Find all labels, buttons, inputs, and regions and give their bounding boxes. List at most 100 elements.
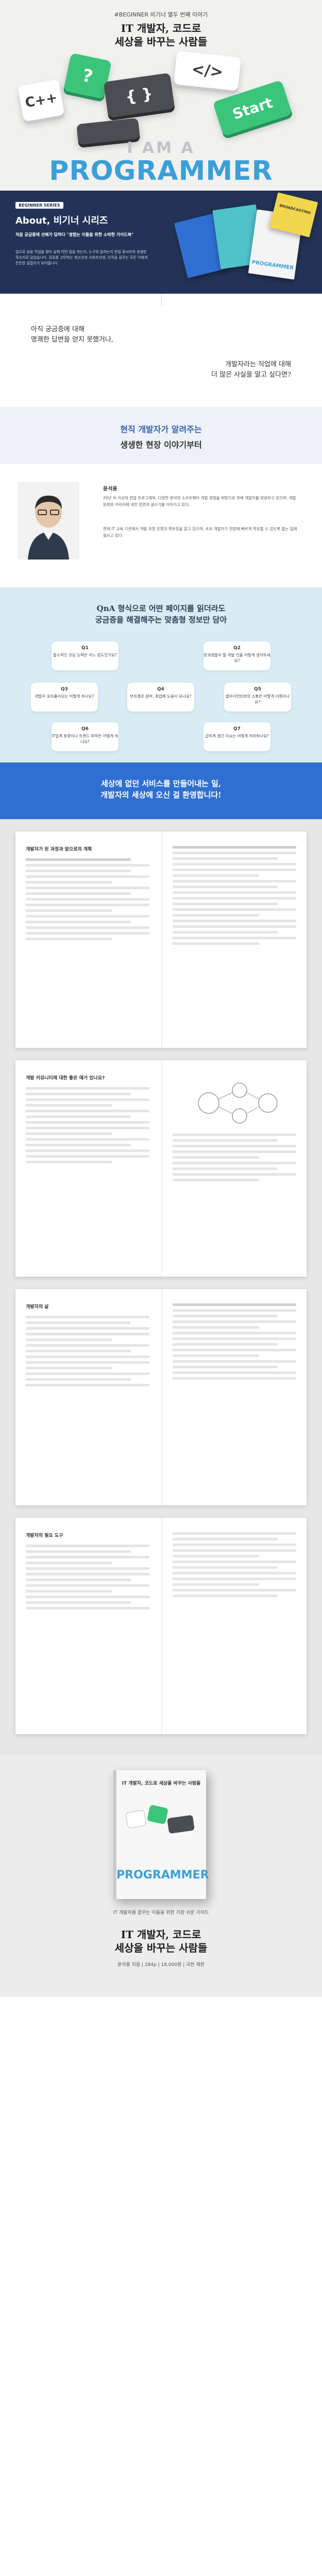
cover-programmer: PROGRAMMER: [116, 1869, 209, 1882]
qna-card-5: Q5 클라이언트와의 소통은 어떻게 이뤄지나요?: [224, 683, 291, 711]
series-tag-text: #BEGINNER 비기너 열두 번째 이야기: [114, 11, 208, 18]
book-spread-3: 개발자의 삶: [15, 1289, 307, 1505]
book-spreads: 개발자가 된 과정과 앞으로의 계획 개발 커뮤니티에 대한 좋은 예가 있나요…: [0, 819, 322, 1755]
keycap-cpp: C++: [18, 79, 65, 122]
text-line: [173, 1366, 278, 1368]
text-line: [26, 1350, 131, 1352]
qna-card-7: Q7 급하게 생긴 이슈는 어떻게 처리하나요?: [204, 722, 270, 751]
text-line: [173, 1572, 296, 1574]
text-line: [26, 898, 149, 901]
diagram-icon: [198, 1082, 278, 1124]
qna-card-num: Q5: [254, 687, 261, 692]
intro-line2: 생생한 현장 이야기부터: [120, 440, 202, 450]
text-line: [173, 880, 296, 883]
closing-band: 세상에 없던 서비스를 만들어내는 일, 개발자의 세상에 오신 걸 환영합니다…: [0, 762, 322, 819]
text-line: [26, 864, 149, 867]
qna-card-2: Q2 문과생들이 할 개발 진출 어떻게 생각하세요?: [204, 641, 270, 670]
text-line: [173, 931, 278, 934]
text-line: [26, 1333, 149, 1335]
closing-line1: 세상에 없던 서비스를 만들어내는 일,: [100, 779, 222, 788]
spine-line: [161, 832, 162, 1048]
qna-card-text: 급하게 생긴 이슈는 어떻게 처리하나요?: [205, 734, 269, 738]
text-line: [173, 897, 296, 900]
product-title: IT 개발자, 코드로 세상을 바꾸는 사람들: [0, 1928, 322, 1955]
text-line: [173, 846, 296, 849]
product-meta: 윤석용 지음 | 284p | 18,000원 | 국판 제본: [117, 1962, 205, 1968]
text-line: [173, 1332, 296, 1334]
intro-band: 현직 개발자가 알려주는 생생한 현장 이야기부터: [0, 407, 322, 464]
text-line: [173, 1173, 296, 1176]
text-line: [173, 937, 296, 939]
product-section: IT 개발자, 코드로 세상을 바꾸는 사람들 PROGRAMMER IT 개발…: [0, 1755, 322, 1997]
author-bio-1: 20년 차 이상의 현업 프로그래머. 다양한 분야의 소프트웨어 개발 경험을…: [103, 496, 296, 507]
text-line: [173, 886, 278, 888]
text-line: [26, 909, 112, 912]
text-line: [26, 926, 149, 929]
text-line: [173, 925, 296, 928]
text-line: [26, 1361, 149, 1364]
author-section: 윤석용 20년 차 이상의 현업 프로그래머. 다양한 분야의 소프트웨어 개발…: [0, 464, 322, 587]
question-line1: 아직 궁금증에 대해: [31, 326, 84, 333]
text-line: [173, 1589, 296, 1591]
book-spread-2: 개발 커뮤니티에 대한 좋은 예가 있나요?: [15, 1060, 307, 1277]
spine-line: [161, 1289, 162, 1505]
text-line: [173, 1349, 296, 1351]
qna-card-num: Q4: [157, 687, 164, 692]
qna-section: QnA 형식으로 어떤 페이지를 읽더라도 궁금증을 해결해주는 맞춤형 정보만…: [0, 587, 322, 762]
text-line: [173, 1371, 296, 1374]
text-line: [26, 921, 131, 923]
text-line: [173, 1538, 278, 1540]
text-line: [173, 852, 296, 854]
text-line: [173, 942, 259, 945]
text-line: [26, 932, 149, 935]
text-line: [26, 1316, 149, 1318]
author-name: 윤석용: [103, 486, 117, 492]
programmer-wordmark: PROGRAMMER: [49, 156, 273, 187]
text-line: [26, 892, 131, 895]
text-line: [26, 1093, 131, 1095]
spread-chapter-title: 개발자의 삶: [26, 1304, 49, 1310]
text-line: [173, 1320, 296, 1323]
text-line: [173, 1156, 259, 1159]
book-spread-4: 개발자의 필요 도구: [15, 1518, 307, 1734]
text-line: [26, 1338, 112, 1341]
text-line: [173, 1595, 278, 1597]
qna-card-text: 개발자 포트폴리오는 어떻게 하나요?: [35, 694, 94, 699]
qna-card-num: Q1: [81, 646, 89, 651]
text-line: [26, 1327, 149, 1330]
text-line: [173, 1532, 296, 1535]
text-line: [173, 908, 296, 911]
spread-right-page: [173, 846, 296, 948]
author-photo: [18, 482, 79, 560]
text-line: [26, 1584, 149, 1587]
text-line: [173, 1337, 296, 1340]
qna-card-1: Q1 필수적인 코딩 능력은 어느 정도인가요?: [52, 641, 118, 670]
about-heading: About, 비기너 시리즈: [15, 215, 108, 226]
qna-card-3: Q3 개발자 포트폴리오는 어떻게 하나요?: [31, 683, 98, 711]
text-line: [26, 1149, 149, 1152]
series-tag: #BEGINNER 비기너 열두 번째 이야기: [0, 10, 322, 19]
text-line: [26, 1127, 149, 1129]
text-line: [173, 1133, 296, 1136]
spread-left-page: 개발자의 필요 도구: [26, 1532, 149, 1613]
text-line: [173, 891, 296, 894]
book-programmer-label: PROGRAMMER: [251, 259, 294, 272]
text-line: [26, 858, 131, 861]
text-line: [26, 1384, 149, 1386]
cover-title: IT 개발자, 코드로 세상을 바꾸는 사람들: [122, 1781, 201, 1786]
text-line: [26, 1567, 149, 1570]
text-line: [26, 1161, 112, 1163]
text-line: [173, 1377, 296, 1380]
text-line: [26, 1545, 149, 1547]
text-line: [26, 1321, 131, 1324]
spread-left-page: 개발자의 삶: [26, 1303, 149, 1389]
qna-card-num: Q6: [81, 726, 89, 732]
text-line: [26, 1601, 131, 1604]
spine-line: [161, 1518, 162, 1734]
author-bio-2: 현재 IT 교육 기관에서 개발 과정 운영과 멘토링을 맡고 있으며, 초보 …: [103, 527, 297, 538]
text-line: [26, 938, 112, 940]
text-line: [26, 870, 131, 872]
about-lead: 처음 궁금증에 선배가 답하다 "경험는 이들을 위한 소박한 가이드북": [15, 232, 134, 237]
text-line: [26, 1087, 149, 1090]
hero-title-line2: 세상을 바꾸는 사람들: [114, 36, 208, 48]
